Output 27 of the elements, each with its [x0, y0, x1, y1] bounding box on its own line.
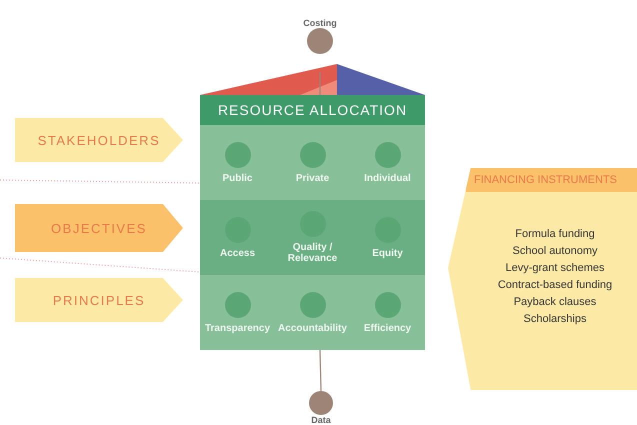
cell-label: Access — [220, 248, 256, 258]
connector-line — [319, 72, 321, 95]
cell-label: Equity — [372, 248, 403, 258]
chevron-tag: OBJECTIVES — [15, 204, 183, 252]
node-label: Data — [311, 415, 331, 425]
cell-label: Accountability — [278, 322, 347, 334]
list-item: Formula funding — [514, 228, 596, 240]
cell-label: Efficiency — [364, 322, 412, 334]
cell-label: Private — [296, 172, 330, 184]
cell-label: Transparency — [204, 322, 270, 334]
block-heading: RESOURCE ALLOCATION — [200, 95, 425, 125]
list-item: School autonomy — [512, 245, 598, 257]
list-item: Scholarships — [522, 313, 588, 325]
chevron-tag: PRINCIPLES — [15, 278, 183, 322]
pentagon-panel — [448, 168, 637, 390]
list-item: Payback clauses — [512, 296, 598, 308]
panel-heading: FINANCING INSTRUMENTS — [466, 168, 637, 192]
chevron-tag: STAKEHOLDERS — [15, 118, 183, 162]
grid-cell — [200, 200, 275, 275]
grid-cell — [350, 200, 425, 275]
cell-label: Individual — [364, 172, 411, 184]
cell-label: Quality / Relevance — [286, 242, 338, 264]
list-item: Levy-grant schemes — [504, 262, 606, 274]
list-item: Contract-based funding — [496, 279, 614, 291]
node-label: Costing — [303, 18, 337, 28]
connector-line — [319, 350, 322, 392]
cell-label: Public — [222, 172, 252, 184]
